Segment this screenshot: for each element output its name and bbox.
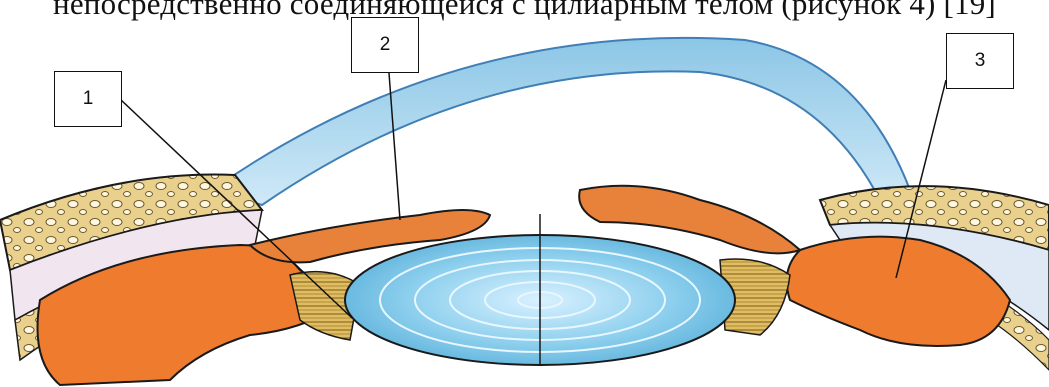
cornea	[212, 38, 910, 205]
label-box-3: 3	[946, 33, 1014, 89]
label-box-2: 2	[351, 17, 419, 73]
label-box-1: 1	[54, 71, 122, 127]
